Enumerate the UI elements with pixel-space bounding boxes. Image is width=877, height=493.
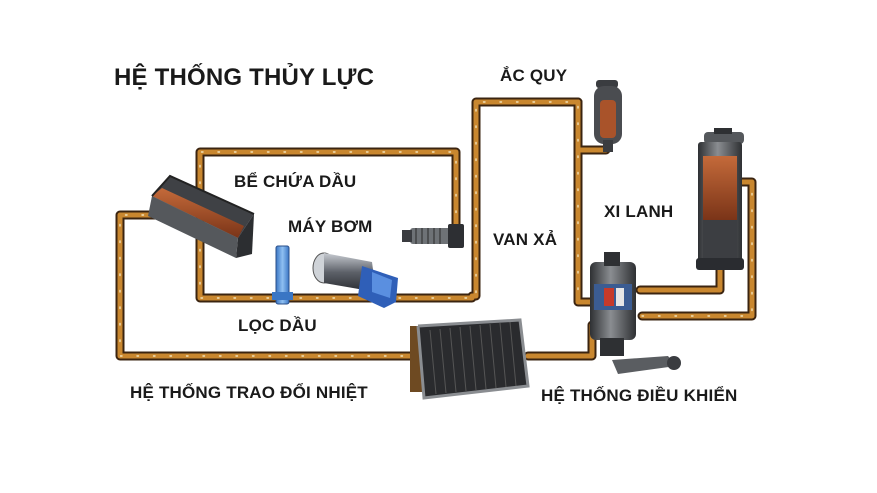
filter-label: LỌC DẦU bbox=[238, 316, 317, 335]
heat-exchanger-label: HỆ THỐNG TRAO ĐỔI NHIỆT bbox=[130, 383, 368, 402]
accumulator-label: ẮC QUY bbox=[500, 66, 568, 85]
reservoir-label: BỂ CHỨA DẦU bbox=[234, 172, 357, 191]
pump-label: MÁY BƠM bbox=[288, 217, 373, 236]
relief-valve-body bbox=[402, 224, 464, 248]
cylinder-label: XI LANH bbox=[604, 202, 674, 221]
accumulator-tank bbox=[594, 80, 622, 152]
pump-unit bbox=[312, 252, 398, 308]
control-valve-assembly bbox=[590, 252, 681, 374]
hydraulic-cylinder bbox=[696, 128, 744, 270]
control-system-label: HỆ THỐNG ĐIỀU KHIỂN bbox=[541, 386, 738, 405]
pipe-cylinder-top bbox=[635, 263, 725, 295]
oil-filter bbox=[272, 245, 293, 305]
heat-exchanger bbox=[410, 318, 530, 400]
pipe-return-loop bbox=[195, 97, 597, 307]
diagram-title: HỆ THỐNG THỦY LỰC bbox=[114, 64, 375, 91]
relief-valve-label: VAN XẢ bbox=[493, 230, 558, 249]
pipe-heat-out bbox=[523, 320, 597, 361]
reservoir-tank bbox=[148, 174, 255, 258]
